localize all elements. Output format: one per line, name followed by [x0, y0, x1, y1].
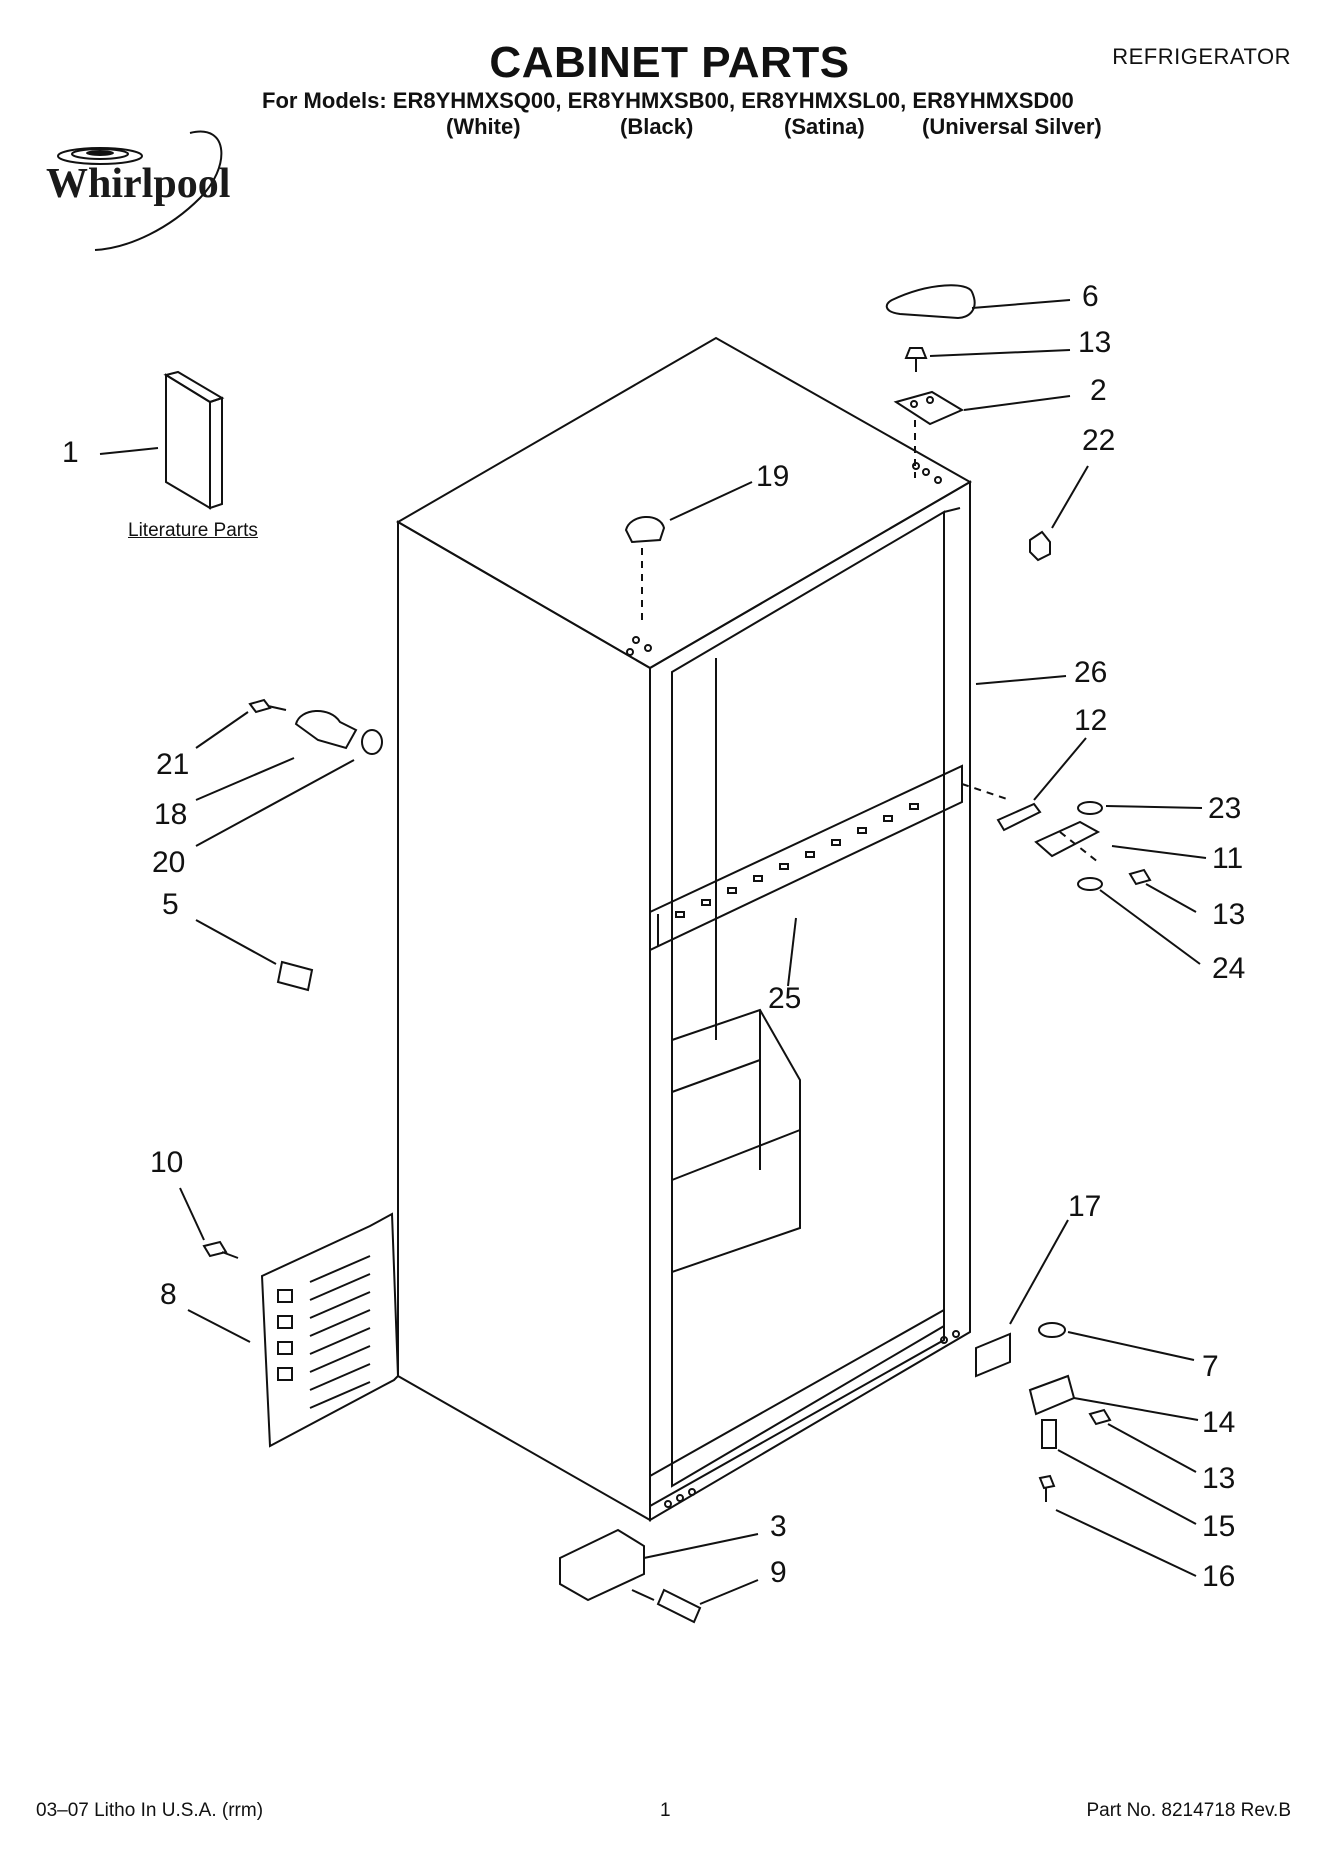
color-black: (Black) [620, 114, 694, 139]
page-title: CABINET PARTS [489, 38, 850, 87]
callout-7: 7 [1202, 1350, 1219, 1383]
center-hinge-part [1036, 822, 1098, 856]
callout-20: 20 [152, 846, 186, 879]
brand-name: Whirlpool [46, 161, 231, 207]
callout-16: 16 [1202, 1560, 1236, 1593]
cabinet-opening [672, 512, 944, 1486]
bottom-shim-part [976, 1334, 1010, 1376]
hinge-pin-part [1042, 1420, 1056, 1448]
print-info: 03–07 Litho In U.S.A. (rrm) [36, 1800, 264, 1821]
callout-19: 19 [756, 460, 790, 493]
callout-9: 9 [770, 1556, 787, 1589]
screw-part [204, 1242, 238, 1258]
hinge-cover-part [887, 285, 975, 318]
callout-2: 2 [1090, 374, 1107, 407]
rear-access-cover [262, 1214, 398, 1446]
callout-22: 22 [1082, 424, 1116, 457]
divider-rail [650, 766, 962, 950]
models-line: For Models: ER8YHMXSQ00, ER8YHMXSB00, ER… [262, 88, 1074, 113]
connector-part [278, 962, 312, 990]
literature-booklet [166, 375, 210, 508]
screw-part [1130, 870, 1150, 884]
cabinet-front-frame [650, 482, 970, 1520]
cabinet-side-panel [398, 522, 650, 1520]
callout-13-top: 13 [1078, 326, 1112, 359]
screw-part [250, 700, 286, 712]
top-hinge-part [896, 392, 962, 424]
divider-slots [676, 804, 918, 917]
color-universal-silver: (Universal Silver) [922, 114, 1102, 139]
brand-swirl-icon [57, 130, 223, 251]
control-housing [672, 1010, 800, 1272]
callout-5: 5 [162, 888, 179, 921]
callout-10: 10 [150, 1146, 184, 1179]
callout-23: 23 [1208, 792, 1242, 825]
screw-part [1090, 1410, 1110, 1424]
button-plug-part [626, 517, 664, 542]
callout-15: 15 [1202, 1510, 1236, 1543]
color-white: (White) [446, 114, 521, 139]
brand-logo: Whirlpool [40, 128, 270, 258]
callout-21: 21 [156, 748, 190, 781]
washer-part [1039, 1323, 1065, 1337]
literature-booklet-top [166, 372, 222, 402]
callout-14: 14 [1202, 1406, 1236, 1439]
bottom-hinge-part [1030, 1376, 1074, 1414]
callout-11: 11 [1212, 842, 1244, 875]
leveling-screw-part [658, 1590, 700, 1622]
appliance-category: REFRIGERATOR [1112, 44, 1291, 69]
leader-arrows [100, 300, 1206, 1604]
literature-parts-label: Literature Parts [128, 520, 258, 541]
washer-part [1078, 802, 1102, 814]
screw-part [1040, 1476, 1054, 1502]
callout-25: 25 [768, 982, 802, 1015]
callout-12: 12 [1074, 704, 1108, 737]
leveling-leg-bracket [560, 1530, 644, 1600]
callout-13-middle: 13 [1212, 898, 1246, 931]
roller-part [362, 730, 382, 754]
callout-1: 1 [62, 436, 79, 469]
plug-part [1030, 532, 1050, 560]
callout-6: 6 [1082, 280, 1099, 313]
roller-bracket-part [296, 711, 356, 748]
color-satina: (Satina) [784, 114, 865, 139]
callout-17: 17 [1068, 1190, 1102, 1223]
page-number: 1 [660, 1800, 671, 1821]
callout-26: 26 [1074, 656, 1108, 689]
bottom-frame [650, 1310, 944, 1506]
callout-24: 24 [1212, 952, 1246, 985]
callout-18: 18 [154, 798, 188, 831]
callout-3: 3 [770, 1510, 787, 1543]
part-number: Part No. 8214718 Rev.B [1086, 1800, 1291, 1821]
washer-part [1078, 878, 1102, 890]
cabinet-top [398, 338, 970, 668]
screw-part [906, 348, 926, 372]
callout-8: 8 [160, 1278, 177, 1311]
cover-vents [278, 1256, 370, 1408]
hinge-shim-part [998, 804, 1040, 830]
callout-13-bottom: 13 [1202, 1462, 1236, 1495]
